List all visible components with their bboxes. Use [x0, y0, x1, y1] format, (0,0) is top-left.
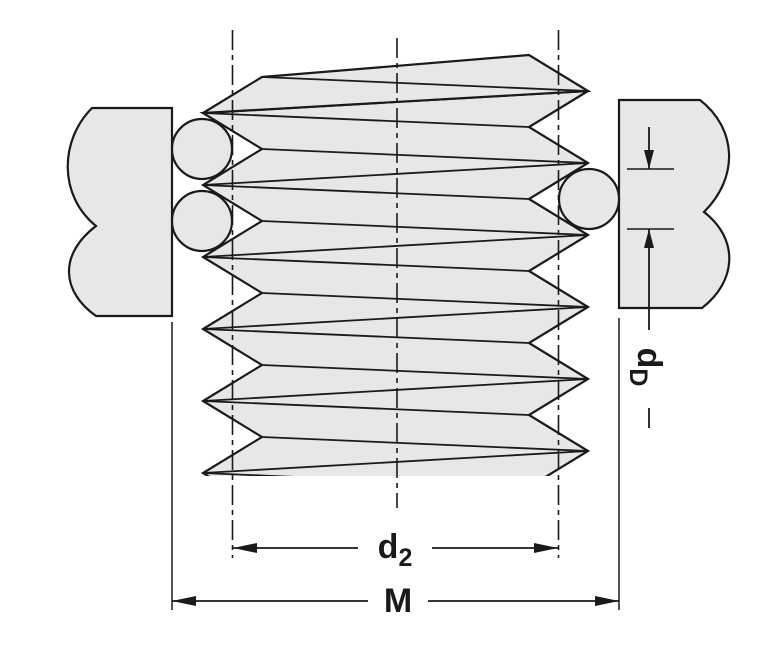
label-measure-over-wires: M — [384, 582, 412, 620]
measuring-wire-left-upper — [170, 117, 234, 181]
arrowhead-dd-bottom — [644, 229, 654, 248]
arrowhead-m-right — [595, 596, 619, 606]
label-m-base: M — [384, 582, 412, 620]
measuring-wire-right — [557, 167, 621, 231]
arrowhead-d2-right — [534, 543, 558, 553]
anvil-right — [617, 98, 731, 310]
anvil-left — [66, 106, 174, 318]
label-wire-diameter: dD — [624, 348, 668, 387]
label-d2-base: d — [378, 528, 399, 566]
label-d2-subscript: 2 — [398, 544, 412, 572]
label-pitch-diameter: d2 — [378, 528, 413, 572]
arrowhead-d2-left — [233, 543, 257, 553]
arrowhead-dd-top — [644, 150, 654, 169]
thread-top-band — [202, 53, 592, 115]
measuring-wire-left-lower — [170, 189, 234, 253]
arrowhead-m-left — [172, 596, 196, 606]
label-dd-subscript: D — [624, 368, 652, 386]
thread-body-group — [199, 53, 592, 476]
thread-helix-lines — [202, 76, 589, 476]
label-dd-base: d — [630, 348, 668, 369]
